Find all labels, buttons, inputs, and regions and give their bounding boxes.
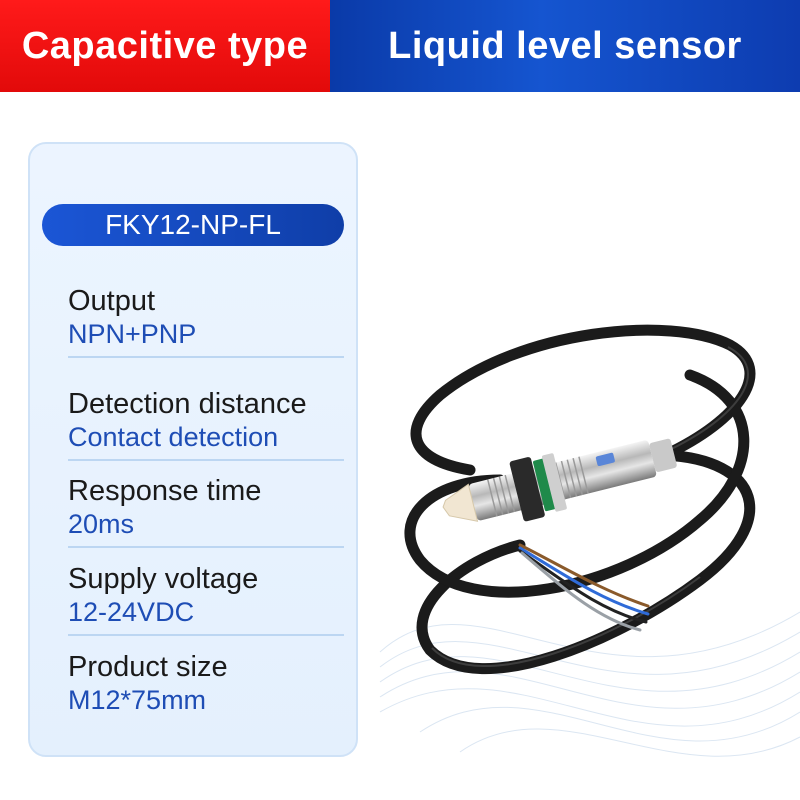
sensor-cable <box>404 324 756 675</box>
spec-item-supply-voltage: Supply voltage 12-24VDC <box>68 562 348 636</box>
model-number: FKY12-NP-FL <box>105 209 281 240</box>
wire-leads <box>518 543 650 632</box>
spec-value: Contact detection <box>68 422 279 452</box>
spec-item-detection-distance: Detection distance Contact detection <box>68 387 348 461</box>
spec-item-output: Output NPN+PNP <box>68 284 348 358</box>
spec-item-product-size: Product size M12*75mm <box>68 650 348 716</box>
spec-value: NPN+PNP <box>68 319 197 349</box>
product-category-label: Liquid level sensor <box>388 24 742 67</box>
spec-value: M12*75mm <box>68 685 207 715</box>
spec-label: Supply voltage <box>68 563 259 595</box>
spec-item-response-time: Response time 20ms <box>68 474 348 548</box>
spec-value: 20ms <box>68 509 135 539</box>
sensor-body <box>442 438 677 522</box>
spec-card: FKY12-NP-FL Output NPN+PNP Detection dis… <box>28 142 358 757</box>
product-category-banner: Liquid level sensor <box>330 0 800 92</box>
model-badge: FKY12-NP-FL <box>42 204 344 246</box>
header-banner: Capacitive type Liquid level sensor <box>0 0 800 92</box>
spec-divider <box>68 634 344 636</box>
spec-label: Detection distance <box>68 388 307 420</box>
spec-label: Product size <box>68 651 228 683</box>
spec-divider <box>68 546 344 548</box>
spec-label: Response time <box>68 475 262 507</box>
sensor-type-banner: Capacitive type <box>0 0 330 92</box>
sensor-type-label: Capacitive type <box>21 24 309 67</box>
spec-label: Output <box>68 285 156 317</box>
spec-value: 12-24VDC <box>68 597 195 627</box>
spec-divider <box>68 459 344 461</box>
spec-divider <box>68 356 344 358</box>
sensor-product-image <box>404 324 756 675</box>
